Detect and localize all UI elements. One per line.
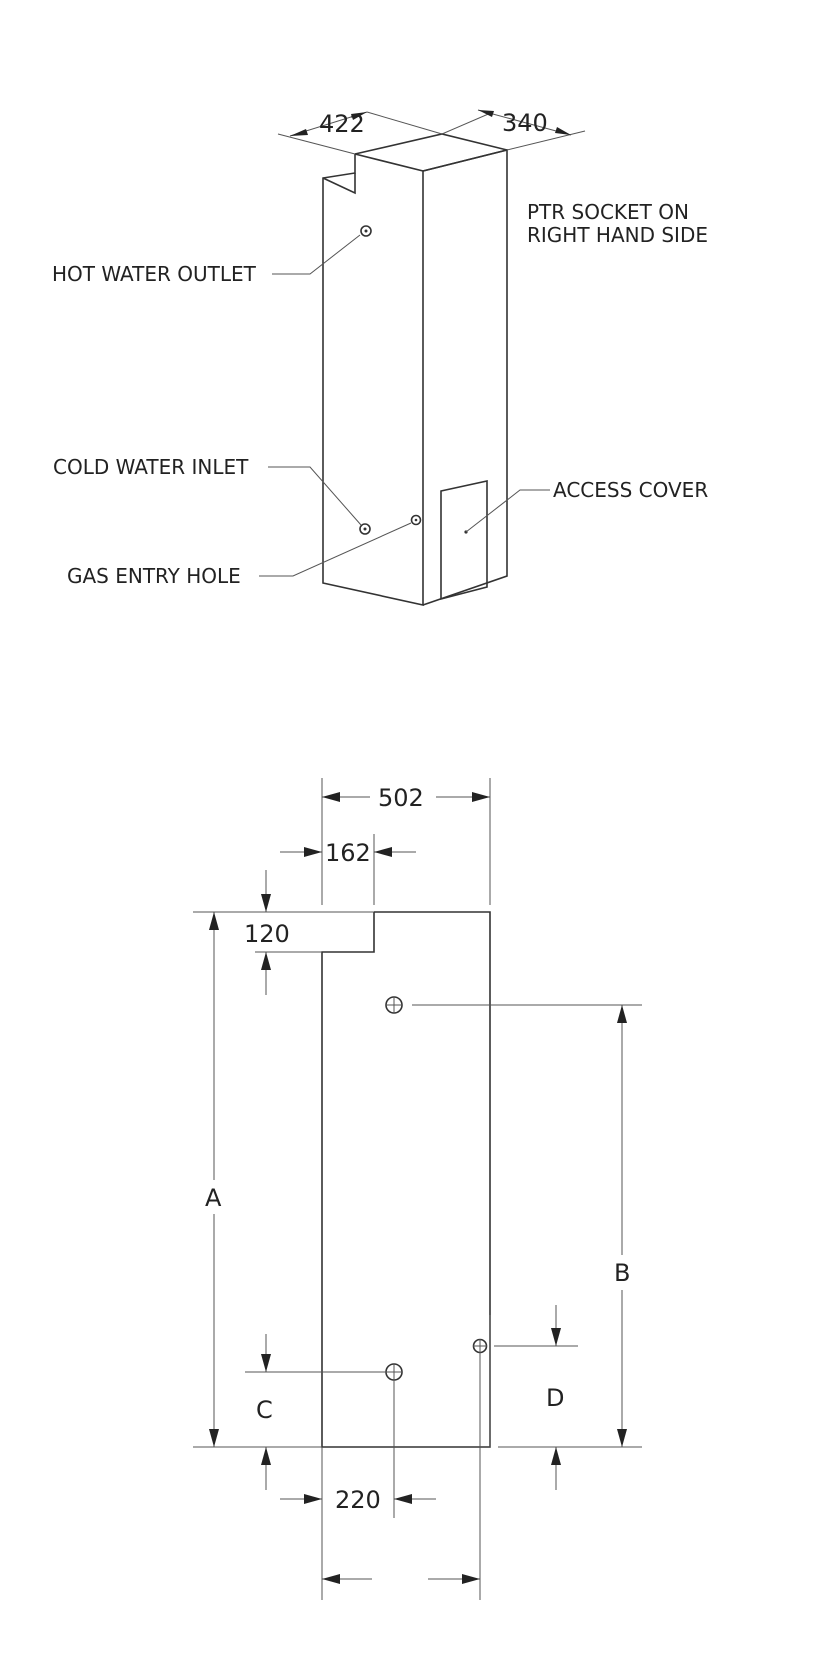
dim-iso-depth-label: 340 [502, 109, 548, 137]
dim-overall-width: 502 [321, 778, 491, 905]
cold-inlet-marker [385, 1363, 403, 1381]
dim-overall-width-label: 502 [378, 784, 424, 812]
dim-A: A [193, 912, 322, 1448]
iso-unit-body [322, 133, 508, 606]
dim-notch-width: 162 [280, 834, 416, 905]
label-hot-water-outlet: HOT WATER OUTLET [52, 262, 257, 286]
dim-iso-depth: 340 [441, 109, 586, 151]
dim-C-label: C [256, 1396, 273, 1424]
dim-notch-height: 120 [193, 870, 374, 995]
label-gas-entry-hole: GAS ENTRY HOLE [67, 564, 241, 588]
dim-D-label: D [546, 1384, 564, 1412]
dim-A-label: A [205, 1184, 222, 1212]
hot-outlet-marker [385, 996, 403, 1014]
gas-entry-fitting [410, 514, 422, 526]
gas-entry-marker [472, 1338, 488, 1354]
dim-iso-width: 422 [277, 110, 443, 155]
ptr-socket-note-line1: PTR SOCKET ON [527, 200, 689, 224]
cold-water-inlet-fitting [359, 523, 371, 535]
label-cold-water-inlet: COLD WATER INLET [53, 455, 249, 479]
dim-iso-width-label: 422 [319, 110, 365, 138]
access-cover [440, 480, 488, 601]
dim-notch-width-label: 162 [325, 839, 371, 867]
front-view-outline [321, 911, 491, 1448]
dim-B-label: B [614, 1259, 630, 1287]
dim-D: D [489, 1305, 578, 1490]
dim-C: C [245, 1334, 386, 1490]
ptr-socket-note-line2: RIGHT HAND SIDE [527, 223, 708, 247]
hot-water-outlet-fitting [360, 225, 372, 237]
dim-cold-inlet-offset-label: 220 [335, 1486, 381, 1514]
dim-cold-inlet-offset: 220 [280, 1380, 436, 1600]
isometric-view: 422 340 PTR SOCKET ON RIGHT HAND SIDE HO… [52, 109, 708, 606]
dim-B: B [412, 1004, 642, 1448]
front-view: 502 162 120 A [193, 778, 642, 1600]
dim-gas-entry-offset [322, 1353, 481, 1600]
label-access-cover: ACCESS COVER [553, 478, 708, 502]
dim-notch-height-label: 120 [244, 920, 290, 948]
